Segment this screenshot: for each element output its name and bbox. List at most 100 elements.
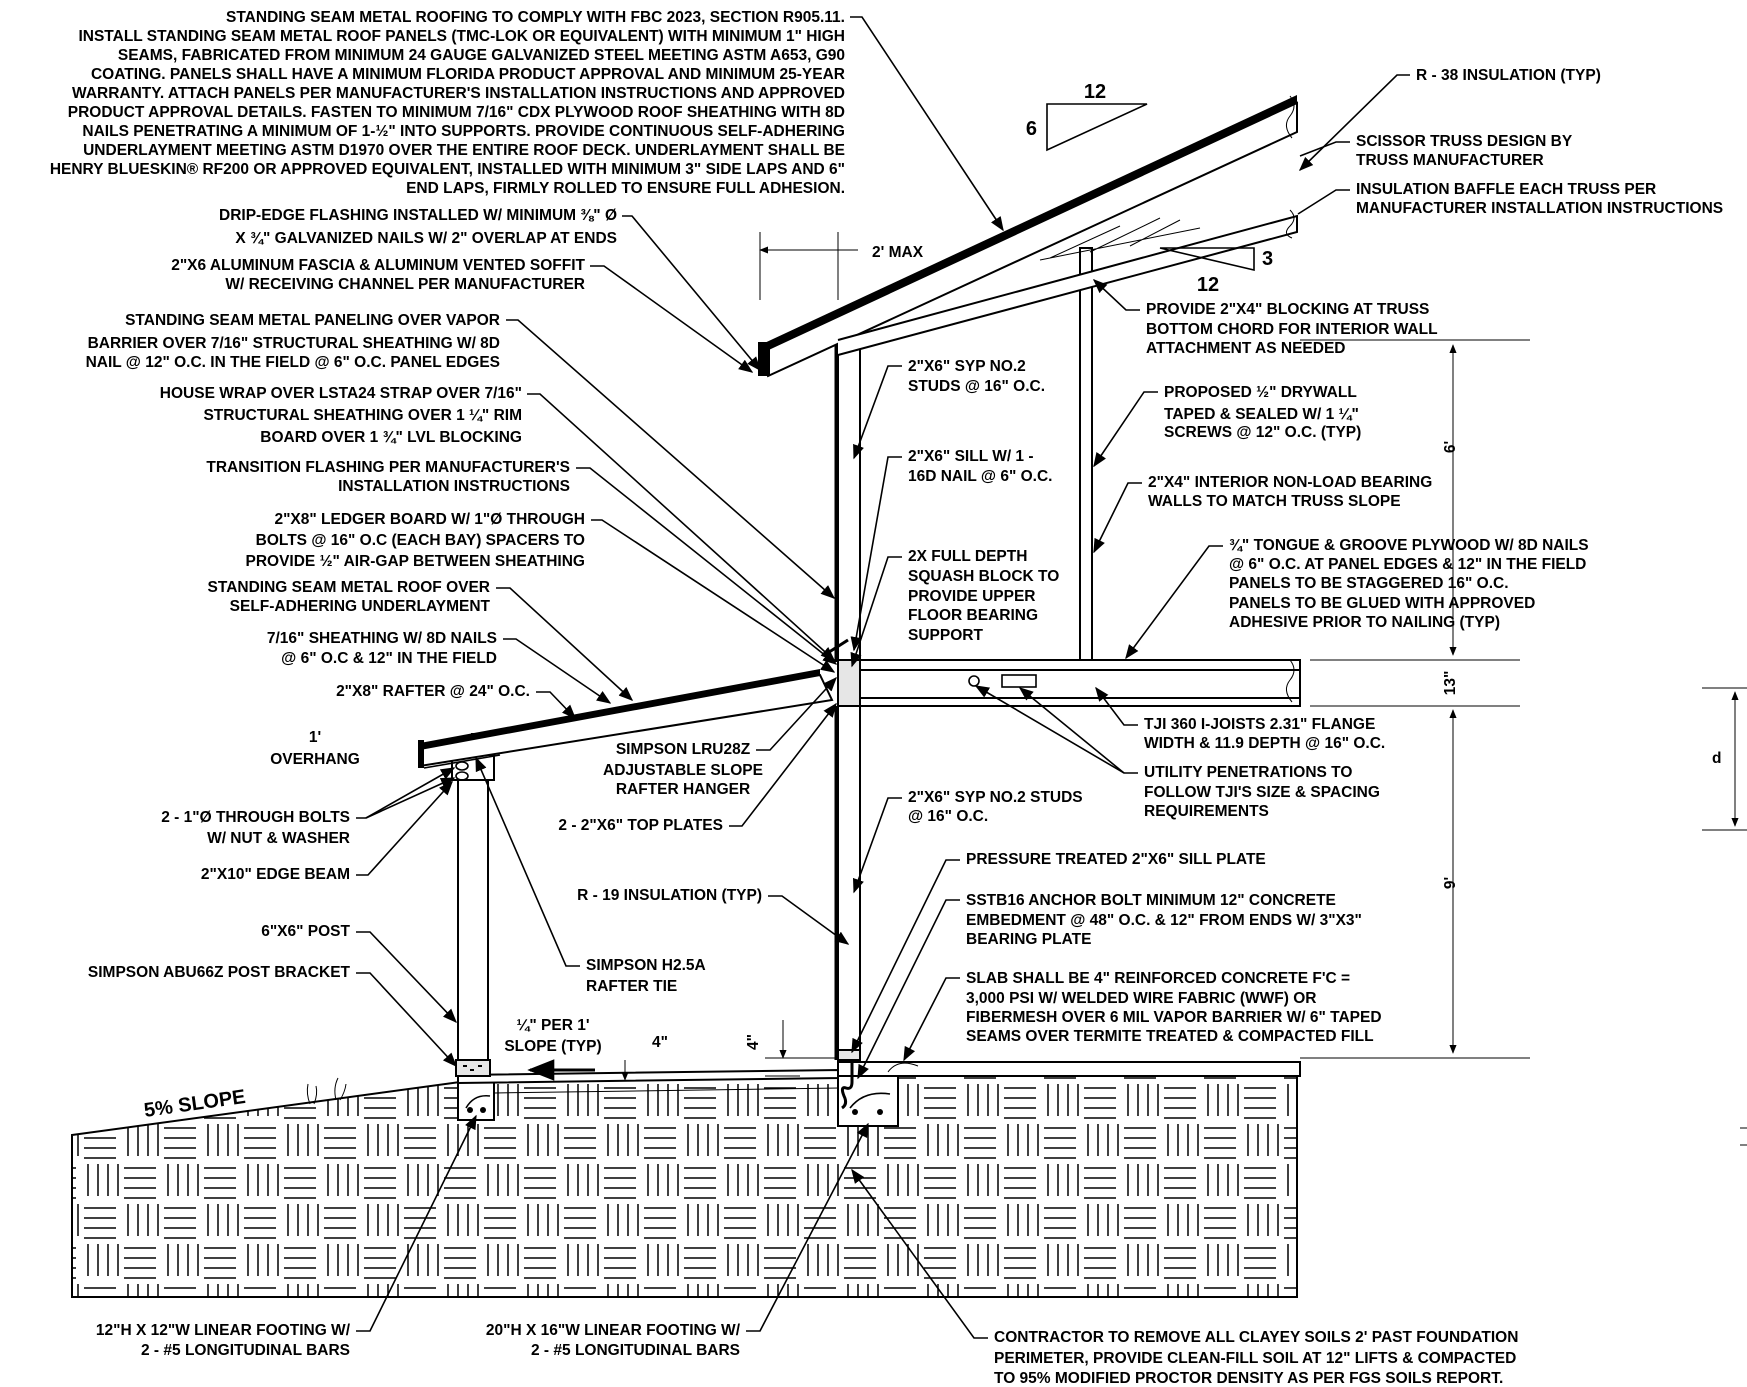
svg-text:2X FULL DEPTH: 2X FULL DEPTH xyxy=(908,548,1027,565)
svg-text:SIMPSON ABU66Z POST BRACKET: SIMPSON ABU66Z POST BRACKET xyxy=(88,964,351,981)
svg-text:FOLLOW TJI'S SIZE & SPACING: FOLLOW TJI'S SIZE & SPACING xyxy=(1144,784,1380,801)
dimension-vertical-right: 6' 13" 9' xyxy=(1300,339,1530,1059)
svg-text:EMBEDMENT @ 48" O.C. & 12" FRO: EMBEDMENT @ 48" O.C. & 12" FROM ENDS W/ … xyxy=(966,912,1362,929)
svg-text:X ¾" GALVANIZED NAILS W/ 2" OV: X ¾" GALVANIZED NAILS W/ 2" OVERLAP AT E… xyxy=(235,230,617,247)
svg-text:PROPOSED ½" DRYWALL: PROPOSED ½" DRYWALL xyxy=(1164,384,1357,401)
leader-footing-small xyxy=(356,1114,477,1332)
svg-text:BOLTS @ 16" O.C (EACH BAY) SPA: BOLTS @ 16" O.C (EACH BAY) SPACERS TO xyxy=(256,532,585,549)
svg-text:TRUSS MANUFACTURER: TRUSS MANUFACTURER xyxy=(1356,152,1544,169)
note-edge-beam: 2"X10" EDGE BEAM xyxy=(201,866,350,883)
leader-squash xyxy=(850,556,902,668)
leader-scissor xyxy=(1299,141,1350,157)
leader-fascia xyxy=(590,265,754,373)
dim-floor-depth: 13" xyxy=(1442,671,1459,696)
svg-text:PERIMETER, PROVIDE CLEAN-FILL: PERIMETER, PROVIDE CLEAN-FILL SOIL AT 12… xyxy=(994,1350,1516,1367)
leader-slab xyxy=(903,977,960,1062)
leader-r38 xyxy=(1298,74,1410,172)
svg-text:PRODUCT APPROVAL DETAILS. FAST: PRODUCT APPROVAL DETAILS. FASTEN TO MINI… xyxy=(68,104,845,121)
note-scissor: SCISSOR TRUSS DESIGN BY TRUSS MANUFACTUR… xyxy=(1356,133,1573,169)
svg-text:ADHESIVE PRIOR TO NAILING (TYP: ADHESIVE PRIOR TO NAILING (TYP) xyxy=(1229,614,1500,631)
svg-text:2 - #5 LONGITUDINAL BARS: 2 - #5 LONGITUDINAL BARS xyxy=(141,1342,350,1359)
note-slab: SLAB SHALL BE 4" REINFORCED CONCRETE F'C… xyxy=(966,970,1382,1045)
svg-text:20"H X 16"W LINEAR FOOTING W/: 20"H X 16"W LINEAR FOOTING W/ xyxy=(486,1322,741,1339)
svg-text:CONTRACTOR TO REMOVE ALL CLAYE: CONTRACTOR TO REMOVE ALL CLAYEY SOILS 2'… xyxy=(994,1329,1518,1346)
svg-text:6"X6" POST: 6"X6" POST xyxy=(261,923,350,940)
note-interior-wall: 2"X4" INTERIOR NON-LOAD BEARING WALLS TO… xyxy=(1148,474,1432,510)
svg-text:2"X6" SILL W/ 1 -: 2"X6" SILL W/ 1 - xyxy=(908,448,1034,465)
svg-text:3,000 PSI W/ WELDED WIRE FABRI: 3,000 PSI W/ WELDED WIRE FABRIC (WWF) OR xyxy=(966,990,1316,1007)
svg-text:SLAB SHALL BE 4" REINFORCED CO: SLAB SHALL BE 4" REINFORCED CONCRETE F'C… xyxy=(966,970,1350,987)
leader-porch-roof xyxy=(496,587,634,701)
upper-wall xyxy=(834,339,861,663)
svg-text:FIBERMESH OVER 6 MIL VAPOR BAR: FIBERMESH OVER 6 MIL VAPOR BARRIER W/ 6"… xyxy=(966,1009,1382,1026)
note-sill-plate: PRESSURE TREATED 2"X6" SILL PLATE xyxy=(966,851,1266,868)
anchor-bolt xyxy=(840,1050,854,1110)
leader-post-bracket xyxy=(356,972,457,1068)
note-anchor: SSTB16 ANCHOR BOLT MINIMUM 12" CONCRETE … xyxy=(966,892,1362,948)
slope-arrow: 4" xyxy=(527,1034,668,1081)
note-overhang: 1' OVERHANG xyxy=(270,729,360,768)
note-soils: CONTRACTOR TO REMOVE ALL CLAYEY SOILS 2'… xyxy=(994,1329,1518,1387)
svg-text:INSTALL STANDING SEAM METAL RO: INSTALL STANDING SEAM METAL ROOF PANELS … xyxy=(78,28,845,45)
interior-partition xyxy=(1079,247,1093,661)
leader-studs-upper xyxy=(853,365,902,460)
leader-bolts-2 xyxy=(365,777,456,819)
svg-text:PRESSURE TREATED 2"X6" SILL PL: PRESSURE TREATED 2"X6" SILL PLATE xyxy=(966,851,1266,868)
svg-text:SLOPE (TYP): SLOPE (TYP) xyxy=(504,1038,601,1055)
leader-rafter xyxy=(536,691,576,720)
svg-text:ATTACHMENT AS NEEDED: ATTACHMENT AS NEEDED xyxy=(1146,340,1346,357)
note-house-wrap: HOUSE WRAP OVER LSTA24 STRAP OVER 7/16" … xyxy=(160,385,522,446)
note-r19: R - 19 INSULATION (TYP) xyxy=(577,887,762,904)
svg-text:2"X10" EDGE BEAM: 2"X10" EDGE BEAM xyxy=(201,866,350,883)
lower-wall xyxy=(834,705,861,1061)
note-post: 6"X6" POST xyxy=(261,923,350,940)
svg-text:HOUSE WRAP OVER LSTA24 STRAP O: HOUSE WRAP OVER LSTA24 STRAP OVER 7/16" xyxy=(160,385,522,402)
svg-text:SEAMS OVER TERMITE TREATED & C: SEAMS OVER TERMITE TREATED & COMPACTED F… xyxy=(966,1028,1374,1045)
note-tji: TJI 360 I-JOISTS 2.31" FLANGE WIDTH & 11… xyxy=(1144,716,1385,752)
leader-roofing xyxy=(850,16,1004,232)
note-squash: 2X FULL DEPTH SQUASH BLOCK TO PROVIDE UP… xyxy=(908,548,1059,644)
leader-porch-sheathing xyxy=(503,638,612,704)
floor-system xyxy=(837,659,1301,707)
svg-text:W/ NUT & WASHER: W/ NUT & WASHER xyxy=(207,830,350,847)
svg-text:¼" PER 1': ¼" PER 1' xyxy=(516,1017,589,1034)
leader-tji xyxy=(1095,686,1138,726)
svg-text:INSTALLATION INSTRUCTIONS: INSTALLATION INSTRUCTIONS xyxy=(338,478,570,495)
note-baffle: INSULATION BAFFLE EACH TRUSS PER MANUFAC… xyxy=(1356,181,1723,217)
svg-text:BOARD OVER 1 ¾" LVL BLOCKING: BOARD OVER 1 ¾" LVL BLOCKING xyxy=(260,429,522,446)
leader-baffle xyxy=(1297,189,1350,215)
svg-text:PROVIDE ½" AIR-GAP BETWEEN SHE: PROVIDE ½" AIR-GAP BETWEEN SHEATHING xyxy=(246,553,586,570)
svg-text:SSTB16 ANCHOR BOLT MINIMUM 12": SSTB16 ANCHOR BOLT MINIMUM 12" CONCRETE xyxy=(966,892,1336,909)
dim-4-vertical: 4" xyxy=(745,1034,762,1050)
svg-text:NAIL @ 12" O.C. IN THE FIELD @: NAIL @ 12" O.C. IN THE FIELD @ 6" O.C. P… xyxy=(86,354,500,371)
svg-text:INSULATION BAFFLE EACH TRUSS P: INSULATION BAFFLE EACH TRUSS PER xyxy=(1356,181,1656,198)
leader-top-plates xyxy=(729,702,837,827)
dim-lower-height: 9' xyxy=(1442,877,1459,889)
note-sill: 2"X6" SILL W/ 1 - 16D NAIL @ 6" O.C. xyxy=(908,448,1053,485)
note-blocking: PROVIDE 2"X4" BLOCKING AT TRUSS BOTTOM C… xyxy=(1146,301,1438,357)
note-fascia: 2"X6 ALUMINUM FASCIA & ALUMINUM VENTED S… xyxy=(171,257,585,293)
svg-text:STANDING SEAM METAL ROOF OVER: STANDING SEAM METAL ROOF OVER xyxy=(208,579,490,596)
svg-text:1': 1' xyxy=(309,729,321,746)
svg-text:STRUCTURAL SHEATHING OVER 1 ¼": STRUCTURAL SHEATHING OVER 1 ¼" RIM xyxy=(203,407,522,424)
note-footing-small: 12"H X 12"W LINEAR FOOTING W/ 2 - #5 LON… xyxy=(96,1322,351,1359)
svg-text:NAILS PENETRATING A MINIMUM OF: NAILS PENETRATING A MINIMUM OF 1-½" INTO… xyxy=(82,123,845,140)
note-bolts: 2 - 1"Ø THROUGH BOLTS W/ NUT & WASHER xyxy=(161,809,350,847)
pitch-run-roof: 12 xyxy=(1084,81,1106,103)
leader-post xyxy=(356,931,457,1024)
dim-d: d xyxy=(1712,750,1721,767)
porch-footing xyxy=(457,1079,495,1121)
svg-text:2 - #5 LONGITUDINAL BARS: 2 - #5 LONGITUDINAL BARS xyxy=(531,1342,740,1359)
leader-hanger xyxy=(756,676,837,751)
note-porch-sheathing: 7/16" SHEATHING W/ 8D NAILS @ 6" O.C & 1… xyxy=(267,630,497,667)
leader-studs-lower xyxy=(852,797,902,894)
leader-drywall xyxy=(1093,391,1158,468)
svg-text:SELF-ADHERING UNDERLAYMENT: SELF-ADHERING UNDERLAYMENT xyxy=(230,598,491,615)
note-studs-lower: 2"X6" SYP NO.2 STUDS @ 16" O.C. xyxy=(908,789,1083,825)
svg-text:BOTTOM CHORD FOR INTERIOR WALL: BOTTOM CHORD FOR INTERIOR WALL xyxy=(1146,321,1438,338)
note-studs-upper: 2"X6" SYP NO.2 STUDS @ 16" O.C. xyxy=(908,358,1045,395)
svg-text:END LAPS, FIRMLY ROLLED TO ENS: END LAPS, FIRMLY ROLLED TO ENSURE FULL A… xyxy=(406,180,845,197)
svg-text:SIMPSON H2.5A: SIMPSON H2.5A xyxy=(586,957,706,974)
dimension-2max: 2' MAX xyxy=(759,232,924,300)
